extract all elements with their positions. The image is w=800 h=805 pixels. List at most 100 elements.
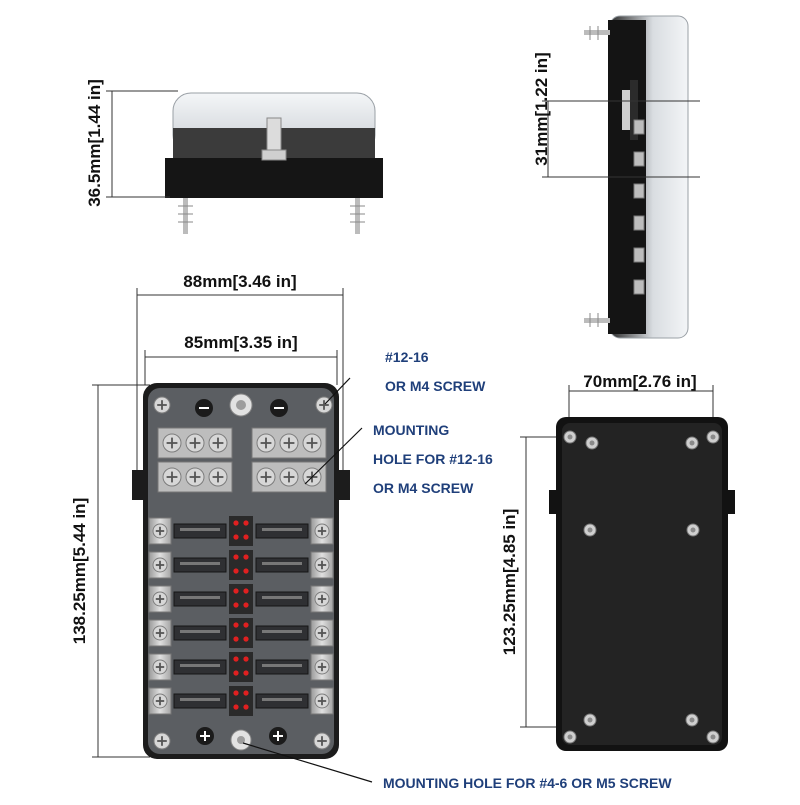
fuse-row [148, 584, 334, 614]
bus-screw [302, 433, 322, 453]
led [243, 636, 249, 642]
fuse-terminal-screw [152, 659, 168, 675]
callout-hole-line3: OR M4 SCREW [373, 480, 474, 496]
led [243, 602, 249, 608]
back-screw [686, 523, 700, 537]
front-corner-screws [153, 396, 333, 750]
fuse-terminal-screw [314, 659, 330, 675]
led [233, 588, 239, 594]
top-height-dimension-lines [106, 90, 178, 198]
front-screw [153, 396, 171, 414]
bus-screw [185, 433, 205, 453]
fuse-terminal-screw [152, 557, 168, 573]
led [233, 636, 239, 642]
led [233, 568, 239, 574]
led [243, 690, 249, 696]
callout-hole-line1: MOUNTING [373, 422, 450, 438]
dim-back-length: 123.25mm[4.85 in] [500, 508, 519, 656]
bus-screw [279, 433, 299, 453]
bus-screw [208, 433, 228, 453]
back-screw [706, 430, 720, 444]
back-screw [685, 436, 699, 450]
led [233, 602, 239, 608]
led [233, 520, 239, 526]
bus-bar [157, 427, 233, 459]
led [243, 568, 249, 574]
back-screw [685, 713, 699, 727]
led [243, 622, 249, 628]
front-screw [153, 732, 171, 750]
bus-screw [256, 467, 276, 487]
led [243, 656, 249, 662]
fuse-row [148, 550, 334, 580]
back-screw [563, 430, 577, 444]
bus-screw [185, 467, 205, 487]
side-height-dimension-lines [542, 100, 700, 178]
front-dimension-lines [92, 288, 344, 758]
fuse-terminal-screw [152, 523, 168, 539]
led [233, 554, 239, 560]
led [243, 520, 249, 526]
end-post-nut [261, 149, 287, 161]
side-screw-bottom [584, 318, 610, 323]
end-view [165, 92, 383, 234]
led [243, 704, 249, 710]
led [243, 588, 249, 594]
end-body [165, 158, 383, 198]
bus-bar [157, 461, 233, 493]
callout-bottom-hole: MOUNTING HOLE FOR #4-6 OR M5 SCREW [383, 775, 672, 791]
dim-side-height: 31mm[1.22 in] [532, 52, 551, 166]
back-screw [706, 730, 720, 744]
fuse-terminal-screw [152, 591, 168, 607]
led [233, 670, 239, 676]
fuse-row [148, 618, 334, 648]
back-mounting-screws [563, 430, 720, 744]
fuse-row [148, 516, 334, 546]
led [233, 704, 239, 710]
callout-screw-line2: OR M4 SCREW [385, 378, 486, 394]
led [243, 554, 249, 560]
fuse-terminal-screw [152, 693, 168, 709]
end-screw-right [355, 198, 360, 234]
led [233, 534, 239, 540]
back-screw [583, 713, 597, 727]
fuse-row [148, 652, 334, 682]
back-screw [583, 523, 597, 537]
back-plate-inner [562, 423, 722, 745]
front-screw [313, 732, 331, 750]
fuse-terminal-screw [314, 625, 330, 641]
dim-inner-width: 85mm[3.35 in] [184, 333, 298, 352]
led [233, 656, 239, 662]
bus-screw [162, 433, 182, 453]
led [243, 534, 249, 540]
fuse-rows [148, 516, 334, 716]
fuse-terminal-screw [314, 557, 330, 573]
back-screw [563, 730, 577, 744]
dim-top-height: 36.5mm[1.44 in] [85, 79, 104, 207]
fuse-row [148, 686, 334, 716]
callout-leaders [242, 377, 373, 783]
bus-screw [279, 467, 299, 487]
dim-back-width: 70mm[2.76 in] [583, 372, 697, 391]
end-screw-left [183, 198, 188, 234]
dim-overall-length: 138.25mm[5.44 in] [70, 497, 89, 645]
bus-bar [251, 427, 327, 459]
front-view [132, 383, 350, 759]
fuse-terminal-screw [152, 625, 168, 641]
fuse-terminal-screw [314, 523, 330, 539]
bus-screw [208, 467, 228, 487]
back-view [549, 417, 735, 751]
led [233, 622, 239, 628]
led [233, 690, 239, 696]
led [243, 670, 249, 676]
callout-hole-line2: HOLE FOR #12-16 [373, 451, 493, 467]
callout-screw-line1: #12-16 [385, 349, 429, 365]
bus-screw [256, 433, 276, 453]
dim-overall-width: 88mm[3.46 in] [183, 272, 297, 291]
bus-bar [251, 461, 327, 493]
fuse-terminal-screw [314, 591, 330, 607]
back-screw [585, 436, 599, 450]
side-screw-top [584, 30, 610, 35]
